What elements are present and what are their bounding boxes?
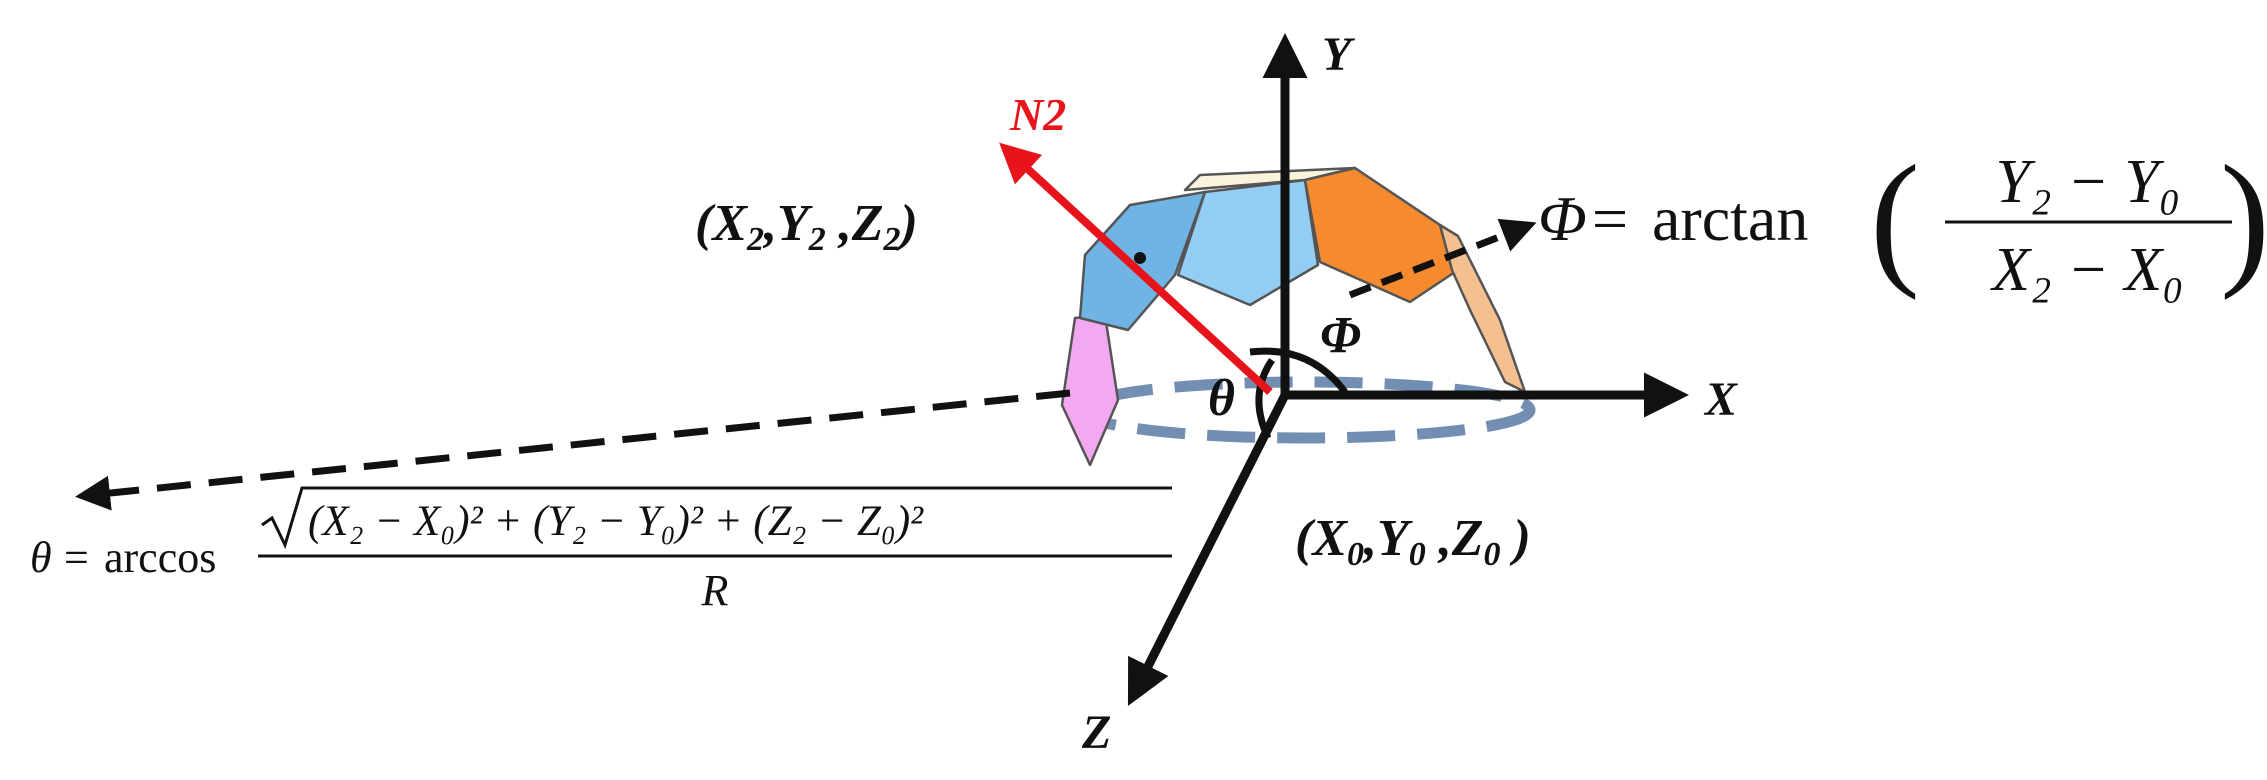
z-axis-label: Z	[1081, 706, 1111, 759]
theta-eq-denominator: R	[701, 566, 729, 615]
phi-eq-equals: =	[1592, 183, 1628, 254]
theta-angle-arc	[1255, 358, 1275, 440]
phi-eq-left-paren: (	[1870, 135, 1920, 301]
p2-point	[1134, 252, 1146, 264]
x-axis-label: X	[1703, 373, 1738, 426]
theta-eq-numerator: (X₂ − X₀)² + (Y₂ − Y₀)² + (Z₂ − Z₀)²	[308, 498, 924, 545]
theta-eq-lhs: θ	[30, 533, 52, 582]
base-ellipse	[1074, 376, 1536, 444]
n2-vector	[999, 142, 1273, 395]
phi-eq-lhs: Φ	[1538, 183, 1587, 254]
phi-angle-arc	[1249, 347, 1348, 395]
y-axis-label: Y	[1322, 28, 1355, 81]
segment-peach	[1438, 223, 1527, 394]
segment-pink	[1060, 313, 1120, 467]
n2-vector-label: N2	[1009, 89, 1066, 140]
phi-eq-denominator: X₂ − X₀	[1989, 236, 2184, 304]
phi-equation: Φ = arctan ( Y₂ − Y₀ X₂ − X₀ )	[1538, 135, 2267, 304]
phi-eq-numerator: Y₂ − Y₀	[1996, 148, 2181, 216]
theta-eq-func: arccos	[104, 533, 216, 582]
theta-angle-label: θ	[1208, 370, 1235, 427]
theta-eq-equals: =	[64, 533, 89, 582]
z-axis	[1127, 392, 1290, 707]
phi-eq-right-paren: )	[2220, 135, 2267, 301]
finger-segments	[1060, 166, 1527, 467]
p2-coordinate-label: (X2,Y2 ,Z2)	[695, 195, 918, 258]
origin-coordinate-label: (X0,Y0 ,Z0 )	[1295, 510, 1531, 573]
theta-leader-line	[75, 389, 1071, 511]
theta-equation: θ = arccos (X₂ − X₀)² + (Y₂ − Y₀)² + (Z₂…	[30, 486, 1172, 615]
phi-eq-func: arctan	[1652, 183, 1808, 254]
phi-angle-label: Φ	[1320, 307, 1361, 364]
sqrt-radical-icon	[261, 486, 1172, 550]
